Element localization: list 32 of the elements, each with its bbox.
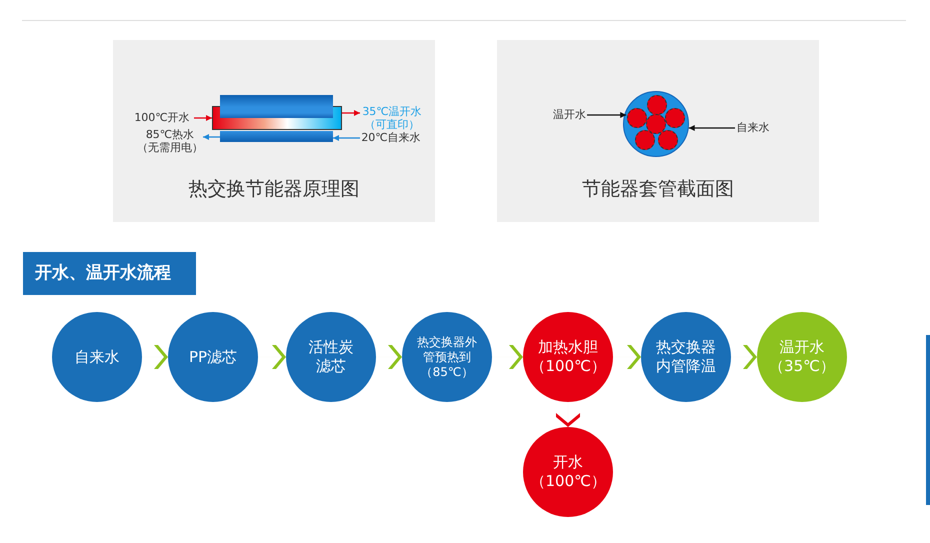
diagram-panel — [497, 40, 819, 222]
inner-pipe-section — [647, 95, 667, 115]
step-label: PP滤芯 — [188, 348, 238, 366]
arrow — [203, 134, 220, 140]
water-label: 温开水 — [552, 108, 587, 122]
water-label: 85℃热水（无需用电） — [137, 128, 203, 156]
arrow — [688, 125, 735, 131]
inner-pipe-section — [665, 108, 685, 128]
heading-banner: 开水、温开水流程 — [23, 252, 196, 295]
inner-pipe-section — [646, 114, 666, 134]
panel-caption: 节能器套管截面图 — [582, 177, 734, 202]
step-label: 热交换器内管降温 — [655, 338, 717, 376]
arrow — [342, 110, 360, 116]
inner-pipe-section — [635, 130, 655, 150]
diagram-panel — [113, 40, 435, 222]
water-label: 100℃开水 — [130, 111, 194, 125]
water-label: 35℃温开水（可直印） — [360, 105, 424, 133]
inner-pipe-section — [658, 130, 678, 150]
step-label: 开水（100℃） — [530, 453, 606, 491]
water-label: 20℃自来水 — [360, 131, 422, 145]
arrow — [587, 112, 626, 118]
arrow — [333, 135, 360, 141]
inner-pipe-section — [627, 108, 647, 128]
step-label: 活性炭滤芯 — [308, 338, 354, 376]
outer-tube — [220, 95, 333, 142]
water-label: 自来水 — [735, 121, 771, 135]
panel-caption: 热交换节能器原理图 — [188, 177, 360, 202]
arrow — [194, 115, 212, 121]
step-label: 加热水胆（100℃） — [530, 338, 606, 376]
step-label: 自来水 — [74, 348, 120, 366]
step-label: 热交换器外管预热到（85℃） — [416, 334, 478, 380]
step-label: 温开水（35℃） — [768, 338, 836, 376]
